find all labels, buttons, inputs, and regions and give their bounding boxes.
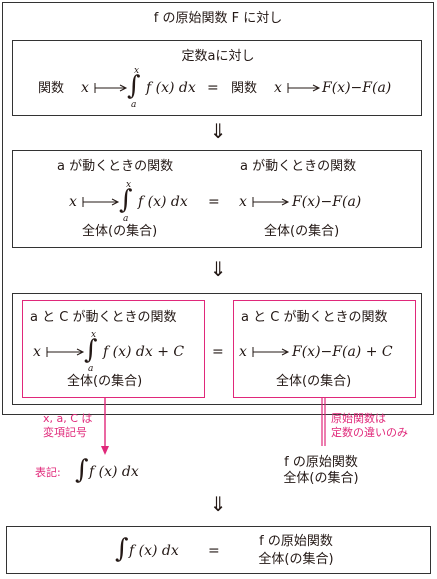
notation-integral-sign: ∫ bbox=[75, 455, 89, 485]
step2-box bbox=[12, 150, 422, 248]
final-rhs-line2: 全体(の集合) bbox=[258, 552, 334, 567]
step2-right-header: a が動くときの関数 bbox=[240, 159, 357, 174]
step2-left-header: a が動くときの関数 bbox=[57, 159, 174, 174]
step1-upper-limit: x bbox=[134, 66, 140, 76]
step1-integrand: f (x) dx bbox=[146, 80, 196, 96]
final-box bbox=[6, 526, 431, 574]
primitive-note-line1: 原始関数は bbox=[331, 412, 386, 425]
outer-title: f の原始関数 F に対し bbox=[153, 11, 283, 26]
step1-equals: = bbox=[207, 80, 219, 96]
variable-note-line1: x, a, C は bbox=[43, 412, 93, 425]
step3-right-highlight bbox=[233, 300, 416, 398]
step3-left-header: a と C が動くときの関数 bbox=[30, 310, 177, 325]
step2-equals: = bbox=[208, 194, 220, 210]
step1-left-var: x bbox=[81, 80, 89, 96]
primitive-set-line2: 全体(の集合) bbox=[283, 471, 359, 486]
double-down-arrow-icon: ⇓ bbox=[209, 257, 227, 281]
step1-integral-sign: ∫ bbox=[127, 71, 141, 101]
double-down-arrow-icon: ⇓ bbox=[209, 492, 227, 516]
step1-right-var: x bbox=[274, 80, 282, 96]
step2-upper-limit: x bbox=[126, 180, 132, 190]
step3-upper-limit: x bbox=[91, 330, 97, 340]
notation-label: 表記: bbox=[35, 466, 61, 479]
primitive-set-line1: f の原始関数 bbox=[284, 455, 358, 470]
double-down-arrow-icon: ⇓ bbox=[209, 119, 227, 143]
step2-integral-sign: ∫ bbox=[119, 185, 133, 215]
final-equals: = bbox=[208, 543, 220, 559]
step1-header: 定数aに対し bbox=[181, 49, 255, 64]
step1-box bbox=[12, 40, 422, 116]
step2-rhs: F(x)−F(a) bbox=[292, 194, 362, 210]
step1-rhs: F(x)−F(a) bbox=[322, 80, 392, 96]
step3-integral-sign: ∫ bbox=[84, 335, 98, 365]
step3-rhs: F(x)−F(a) + C bbox=[292, 344, 393, 360]
final-rhs-line1: f の原始関数 bbox=[259, 534, 333, 549]
final-integral-sign: ∫ bbox=[115, 534, 129, 564]
variable-link-arrow bbox=[101, 398, 109, 455]
primitive-link-line bbox=[321, 398, 326, 446]
step2-left-var: x bbox=[69, 194, 77, 210]
step3-integrand: f (x) dx + C bbox=[103, 344, 185, 360]
step3-left-var: x bbox=[33, 344, 41, 360]
final-expr: f (x) dx bbox=[129, 543, 179, 559]
step2-lower-limit: a bbox=[123, 214, 129, 224]
step2-left-footer: 全体(の集合) bbox=[82, 224, 158, 239]
step3-left-highlight bbox=[22, 300, 205, 398]
step3-right-footer: 全体(の集合) bbox=[276, 374, 352, 389]
maps-to-arrow-icon bbox=[46, 83, 321, 357]
step3-right-var: x bbox=[239, 344, 247, 360]
step1-right-label: 関数 bbox=[231, 81, 258, 96]
step2-right-var: x bbox=[239, 194, 247, 210]
step1-left-label: 関数 bbox=[38, 81, 65, 96]
step3-right-header: a と C が動くときの関数 bbox=[241, 310, 388, 325]
step3-equals: = bbox=[212, 344, 224, 360]
step2-integrand: f (x) dx bbox=[138, 194, 188, 210]
step3-left-footer: 全体(の集合) bbox=[67, 374, 143, 389]
step3-lower-limit: a bbox=[88, 364, 94, 374]
step1-lower-limit: a bbox=[131, 100, 137, 110]
primitive-note-line2: 定数の違いのみ bbox=[331, 426, 408, 439]
variable-note-line2: 変項記号 bbox=[43, 426, 87, 439]
step2-right-footer: 全体(の集合) bbox=[264, 224, 340, 239]
notation-expr: f (x) dx bbox=[89, 464, 139, 480]
